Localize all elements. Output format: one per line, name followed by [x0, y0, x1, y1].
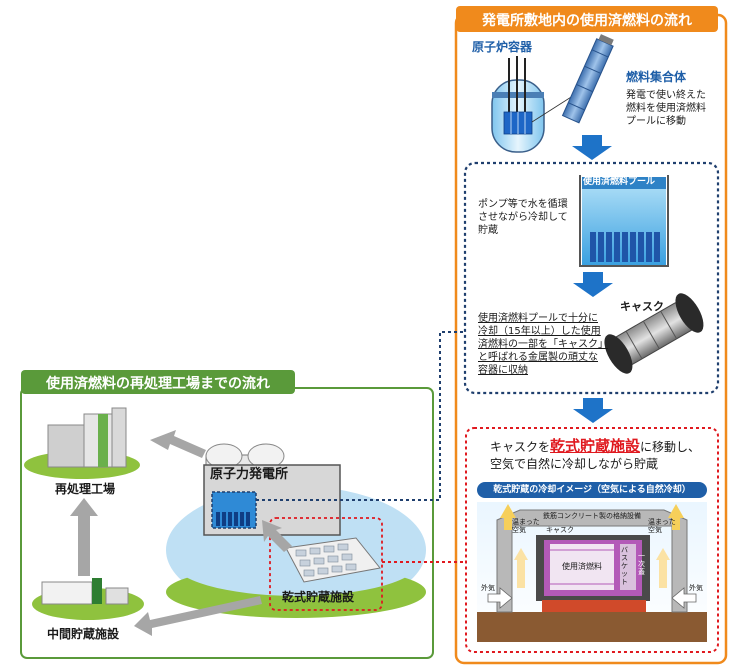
- building-label: 鉄筋コンクリート製の格納設備: [543, 512, 641, 520]
- nuclear-power-plant-icon: [203, 443, 341, 536]
- cask-description: 使用済燃料プールで十分に 冷却（15年以上）した使用 済燃料の一部を「キャスク」…: [478, 312, 608, 377]
- fuel-assembly-description: 発電で使い終えた 燃料を使用済燃料 プールに移動: [626, 89, 706, 128]
- assembly-desc-line: プールに移動: [626, 116, 686, 127]
- dry-storage-facility-label: 乾式貯蔵施設: [282, 590, 355, 604]
- right-panel-title: 発電所敷地内の使用済燃料の流れ: [482, 13, 692, 29]
- dry-text-highlight: 乾式貯蔵施設: [550, 437, 641, 455]
- dry-storage-facility-icon: [285, 537, 381, 583]
- assembly-desc-line: 発電で使い終えた: [626, 90, 706, 101]
- interim-storage-label: 中間貯蔵施設: [47, 627, 120, 641]
- pool-description: ポンプ等で水を循環 させながら冷却して 貯蔵: [478, 198, 568, 237]
- reprocessing-plant-icon: [24, 407, 140, 479]
- cask-desc-line: 使用済燃料プールで十分に: [478, 313, 598, 324]
- pool-desc-line: させながら冷却して: [478, 212, 568, 223]
- flow-arrow-2: [573, 272, 613, 297]
- cask-inner-label: キャスク: [546, 526, 574, 534]
- dry-storage-text-line2: 空気で自然に冷却しながら貯蔵: [490, 457, 659, 471]
- warm-air-right-line: 空気: [648, 526, 662, 534]
- pool-desc-line: ポンプ等で水を循環: [478, 199, 568, 210]
- spent-fuel-pool-icon: [579, 175, 669, 267]
- cask-icon: [604, 293, 704, 374]
- dry-storage-red-dashed: [269, 517, 383, 611]
- left-panel-title-bar: [21, 370, 295, 394]
- assembly-desc-line: 燃料を使用済燃料: [626, 103, 706, 114]
- dry-storage-cooling-image: [477, 502, 707, 642]
- basket-label: バスケット: [621, 546, 628, 586]
- dry-text-post: に移動し、: [640, 440, 701, 454]
- arrow-interim-to-reprocessing: [70, 498, 98, 576]
- left-panel-title: 使用済燃料の再処理工場までの流れ: [46, 376, 270, 392]
- arrow-dry-storage-to-interim: [134, 596, 262, 636]
- warm-air-left-line: 温まった: [512, 518, 540, 526]
- fuel-assembly-icon: [561, 34, 614, 124]
- arrow-plant-to-dry-storage: [262, 520, 292, 552]
- pool-connector: [256, 331, 465, 501]
- reactor-vessel-icon: [491, 56, 545, 153]
- cask-desc-line: と呼ばれる金属製の頑丈な: [478, 352, 598, 363]
- flow-arrow-3: [573, 398, 613, 423]
- warm-air-right-line: 温まった: [648, 518, 676, 526]
- reprocessing-plant-label: 再処理工場: [55, 482, 116, 496]
- reactor-vessel-label: 原子炉容器: [472, 40, 533, 54]
- fuel-assembly-label: 燃料集合体: [626, 70, 687, 84]
- cooling-image-title-bar: [477, 482, 707, 498]
- cask-desc-line: 容器に収納: [478, 365, 528, 376]
- interim-storage-icon: [32, 578, 144, 620]
- cask-desc-line: 冷却（15年以上）した使用: [478, 326, 601, 337]
- outside-air-right-label: 外気: [689, 584, 703, 592]
- outside-air-left-label: 外気: [481, 584, 495, 592]
- warm-air-left-line: 空気: [512, 526, 526, 534]
- cask-desc-line: 済燃料の一部を「キャスク」: [478, 339, 608, 350]
- pool-desc-line: 貯蔵: [478, 225, 498, 236]
- cooling-image-title: 乾式貯蔵の冷却イメージ（空気による自然冷却）: [493, 485, 691, 495]
- nuclear-plant-label: 原子力発電所: [210, 467, 289, 482]
- spent-fuel-pool-label: 使用済燃料プール: [583, 177, 656, 187]
- pool-cask-dotted-box: [463, 161, 720, 395]
- flow-arrow-1: [572, 135, 612, 160]
- lid-label: 一次蓋: [638, 552, 645, 576]
- fuel-inner-label: 使用済燃料: [562, 562, 602, 571]
- dry-text-pre: キャスクを: [490, 440, 551, 454]
- cask-label: キャスク: [620, 300, 664, 313]
- dry-storage-text-line1: キャスクを乾式貯蔵施設に移動し、: [490, 437, 700, 456]
- warm-air-left-label: 温まった 空気: [512, 518, 540, 534]
- right-panel-title-bar: [456, 6, 718, 32]
- warm-air-right-label: 温まった 空気: [648, 518, 676, 534]
- arrow-plant-to-reprocessing: [150, 430, 206, 458]
